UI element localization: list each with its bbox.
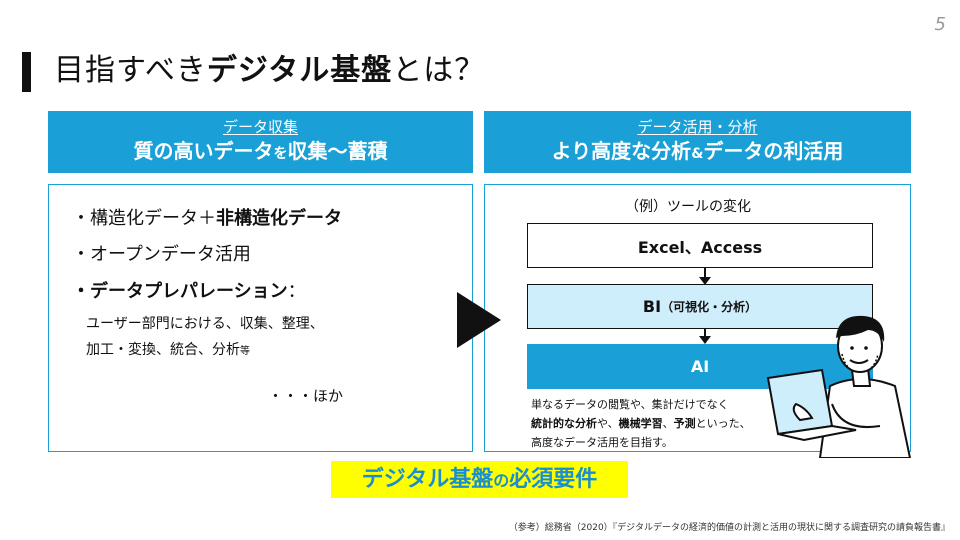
desc-bold-3: 予測 xyxy=(673,417,696,430)
description-line-2: 統計的な分析や、機械学習、予測といった、 xyxy=(531,414,751,433)
desc-plain-3: といった、 xyxy=(695,417,751,430)
etc-text: ・・・ほか xyxy=(268,387,344,405)
title-part-3: とは？ xyxy=(392,53,486,88)
bullet-sub-line-2: 加工・変換、統合、分析等 xyxy=(86,339,250,359)
bullet-sub-line-1: ユーザー部門における、収集、整理、 xyxy=(86,316,324,332)
bullet-sub-line-2-small: 等 xyxy=(240,346,250,357)
right-header-sub: データ活用・分析 xyxy=(637,118,758,136)
desc-plain-2: 、 xyxy=(662,417,674,430)
right-header-box: データ活用・分析 より高度な分析&データの利活用 xyxy=(484,111,911,173)
right-header-main-a: より高度な分析 xyxy=(551,139,692,163)
right-header-main-c: データの利活用 xyxy=(703,139,844,163)
bullet-1-bold: 非構造化データ xyxy=(216,208,342,229)
title-part-1: 目指すべき xyxy=(54,53,207,88)
left-header-main-c: 収集～蓄積 xyxy=(287,139,388,163)
tool-2-sub-label: （可視化・分析） xyxy=(661,300,758,314)
title-accent-bar xyxy=(22,52,31,92)
requirement-part-1: デジタル基盤 xyxy=(361,467,494,492)
desc-bold-2: 機械学習 xyxy=(618,417,663,430)
right-header-main: より高度な分析&データの利活用 xyxy=(484,137,911,168)
bullet-item-3: ・データプレパレーション： xyxy=(72,277,306,303)
desc-bold-1: 統計的な分析 xyxy=(531,417,597,430)
bullet-item-1: ・構造化データ＋非構造化データ xyxy=(72,204,342,230)
left-header-main: 質の高いデータを収集～蓄積 xyxy=(48,137,473,168)
down-arrow-icon xyxy=(699,336,711,344)
tool-2-label: BI xyxy=(642,297,662,316)
tool-box-bi: BI（可視化・分析） xyxy=(527,284,873,329)
down-arrow-line-1 xyxy=(704,268,706,278)
left-header-main-b: を xyxy=(273,146,288,162)
right-arrow-icon xyxy=(457,292,501,348)
description-text: 単なるデータの閲覧や、集計だけでなく 統計的な分析や、機械学習、予測といった、 … xyxy=(531,395,751,452)
reference-note: （参考）総務省（2020）『デジタルデータの経済的価値の計測と活用の現状に関する… xyxy=(508,523,950,533)
left-panel xyxy=(48,184,473,452)
down-arrow-icon xyxy=(699,277,711,285)
title-part-2: デジタル基盤 xyxy=(206,53,393,88)
bullet-1-plain: ・構造化データ＋ xyxy=(72,208,216,229)
tool-3-label: AI xyxy=(690,357,710,376)
requirement-part-3: 必須要件 xyxy=(509,467,598,492)
tool-1-label: Excel、Access xyxy=(637,237,763,257)
description-line-1: 単なるデータの閲覧や、集計だけでなく xyxy=(531,398,729,411)
requirement-part-2: の xyxy=(493,471,510,490)
person-with-laptop-icon xyxy=(766,315,912,458)
bullet-3-plain: ： xyxy=(287,281,306,302)
left-header-main-a: 質の高いデータ xyxy=(133,139,274,163)
example-label: （例）ツールの変化 xyxy=(625,199,751,215)
page-title: 目指すべきデジタル基盤とは？ xyxy=(54,50,485,92)
page-number: 5 xyxy=(934,14,946,35)
desc-plain-1: や、 xyxy=(597,417,619,430)
right-header-main-b: & xyxy=(691,146,704,162)
left-header-sub: データ収集 xyxy=(222,118,298,136)
requirement-banner: デジタル基盤の必須要件 xyxy=(331,461,628,498)
down-arrow-line-2 xyxy=(704,329,706,337)
bullet-3-bold: ・データプレパレーション xyxy=(72,281,288,302)
bullet-sub-line-2-main: 加工・変換、統合、分析 xyxy=(86,342,240,358)
tool-box-excel: Excel、Access xyxy=(527,223,873,268)
bullet-item-2: ・オープンデータ活用 xyxy=(72,244,251,265)
left-header-box: データ収集 質の高いデータを収集～蓄積 xyxy=(48,111,473,173)
description-line-3: 高度なデータ活用を目指す。 xyxy=(531,436,673,449)
